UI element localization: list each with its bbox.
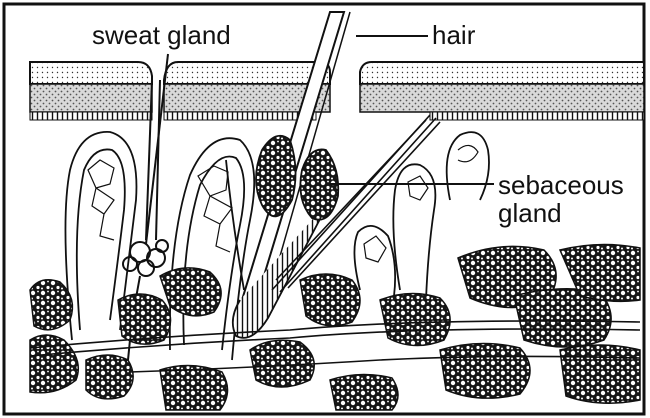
sweat-gland-label: sweat gland [92,20,231,50]
sebaceous-label-line2: gland [498,198,562,228]
hair-label: hair [432,20,476,50]
epidermis-layer [30,62,644,120]
sebaceous-label-line1: sebaceous [498,170,624,200]
